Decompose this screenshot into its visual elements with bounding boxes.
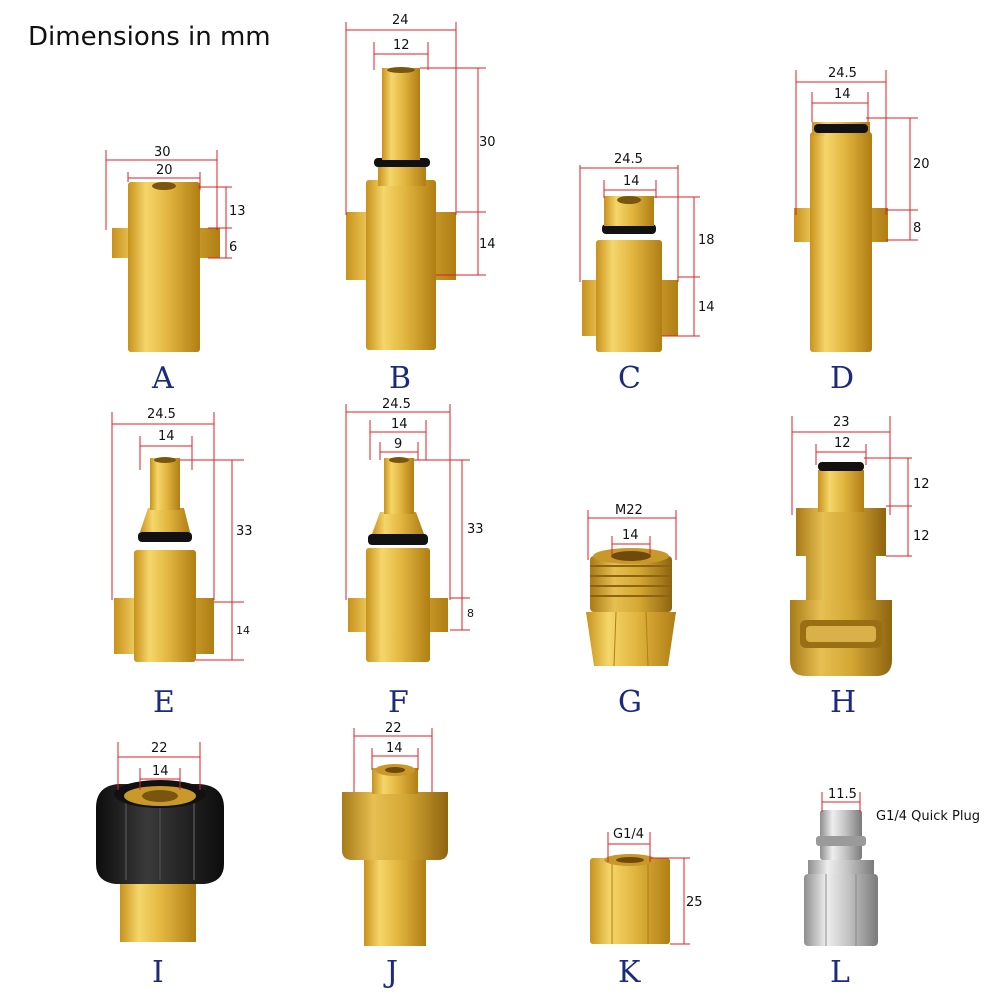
adapter-c-oring	[602, 224, 656, 234]
adapter-b-body	[366, 180, 436, 350]
dim-f-wing: 8	[467, 607, 474, 620]
adapter-k-hex	[590, 858, 670, 944]
adapter-f-body	[366, 548, 430, 662]
dim-k-thread: G1/4	[613, 827, 644, 842]
label-g: G	[618, 685, 642, 720]
label-e: E	[153, 685, 175, 720]
adapter-e-body	[134, 550, 196, 662]
dim-f-tip: 33	[467, 522, 484, 537]
adapter-i: 22 14 I	[96, 741, 224, 990]
dim-f-mid: 14	[391, 417, 408, 432]
adapter-e-nozzle	[150, 458, 180, 510]
dim-f-outer: 24.5	[382, 397, 411, 412]
adapter-d-oring	[814, 124, 868, 133]
adapter-l-hex	[804, 874, 878, 946]
adapter-h: 23 12 12 12 H	[790, 415, 930, 720]
adapter-j-hex	[364, 858, 426, 946]
adapter-b-nozzle	[382, 68, 420, 160]
dim-i-inner: 14	[152, 764, 169, 779]
adapter-k: G1/4 25 K	[590, 827, 703, 990]
adapter-a-bore	[152, 182, 176, 190]
adapter-l: 11.5 G1/4 Quick Plug L	[804, 787, 980, 990]
label-i: I	[152, 955, 164, 990]
adapter-g: M22 14 G	[586, 503, 677, 720]
quick-plug-note: G1/4 Quick Plug	[876, 809, 980, 824]
dim-c-inner: 14	[623, 174, 640, 189]
adapter-f-nozzle	[384, 458, 414, 514]
label-a: A	[151, 361, 174, 396]
adapter-a-body	[128, 182, 200, 352]
label-k: K	[618, 955, 641, 990]
dim-e-outer: 24.5	[147, 407, 176, 422]
adapter-e: 24.5 14 33 14 E	[111, 407, 253, 720]
dim-d-inner: 14	[834, 87, 851, 102]
adapter-h-oring	[818, 462, 864, 471]
label-l: L	[830, 955, 850, 990]
label-j: J	[383, 955, 398, 990]
dim-a-outer: 30	[154, 145, 171, 160]
page-title: Dimensions in mm	[28, 22, 271, 52]
adapter-g-hex	[586, 612, 676, 666]
label-c: C	[618, 361, 641, 396]
dim-k-length: 25	[686, 895, 703, 910]
adapter-e-oring	[138, 532, 192, 542]
dim-e-wing: 14	[236, 624, 250, 637]
dim-b-inner: 12	[393, 38, 410, 53]
dim-g-thread: M22	[615, 503, 643, 518]
adapter-f: 24.5 14 9 33 8 F	[345, 397, 484, 720]
dim-b-wing: 14	[479, 237, 496, 252]
adapter-j-knurl	[342, 792, 448, 860]
adapter-j: 22 14 J	[342, 721, 448, 990]
adapter-l-plug	[820, 810, 862, 860]
dim-l-plug: 11.5	[828, 787, 857, 802]
label-d: D	[830, 361, 854, 396]
dim-g-inner: 14	[622, 528, 639, 543]
dim-h-lower: 12	[913, 529, 930, 544]
label-f: F	[388, 685, 409, 720]
label-b: B	[389, 361, 411, 396]
dim-e-inner: 14	[158, 429, 175, 444]
adapter-c-body	[596, 240, 662, 352]
dim-h-tip: 12	[913, 477, 930, 492]
dim-c-outer: 24.5	[614, 152, 643, 167]
adapter-d: 24.5 14 20 8 D	[794, 66, 930, 396]
adapter-b: 24 12 30 14 B	[345, 13, 496, 396]
adapter-a: 30 20 13 6 A	[105, 145, 246, 396]
dim-i-outer: 22	[151, 741, 168, 756]
adapter-b-oring	[374, 158, 430, 167]
dim-a-tip: 13	[229, 204, 246, 219]
adapter-h-body	[796, 508, 886, 600]
dim-d-outer: 24.5	[828, 66, 857, 81]
dim-f-inner: 9	[394, 437, 402, 452]
dim-b-tip: 30	[479, 135, 496, 150]
adapter-g-thread	[590, 556, 672, 612]
adapter-c: 24.5 14 18 14 C	[579, 152, 715, 396]
dim-a-wing: 6	[229, 240, 237, 255]
dim-j-inner: 14	[386, 741, 403, 756]
dim-a-inner: 20	[156, 163, 173, 178]
adapter-d-body	[810, 132, 872, 352]
dim-j-outer: 22	[385, 721, 402, 736]
dim-c-tip: 18	[698, 233, 715, 248]
dim-h-inner: 12	[834, 436, 851, 451]
adapter-f-oring	[368, 534, 428, 545]
label-h: H	[830, 685, 856, 720]
dim-h-outer: 23	[833, 415, 850, 430]
dim-d-tip: 20	[913, 157, 930, 172]
dim-d-wing: 8	[913, 221, 921, 236]
dim-e-tip: 33	[236, 524, 253, 539]
dim-c-wing: 14	[698, 300, 715, 315]
dim-b-outer: 24	[392, 13, 409, 28]
